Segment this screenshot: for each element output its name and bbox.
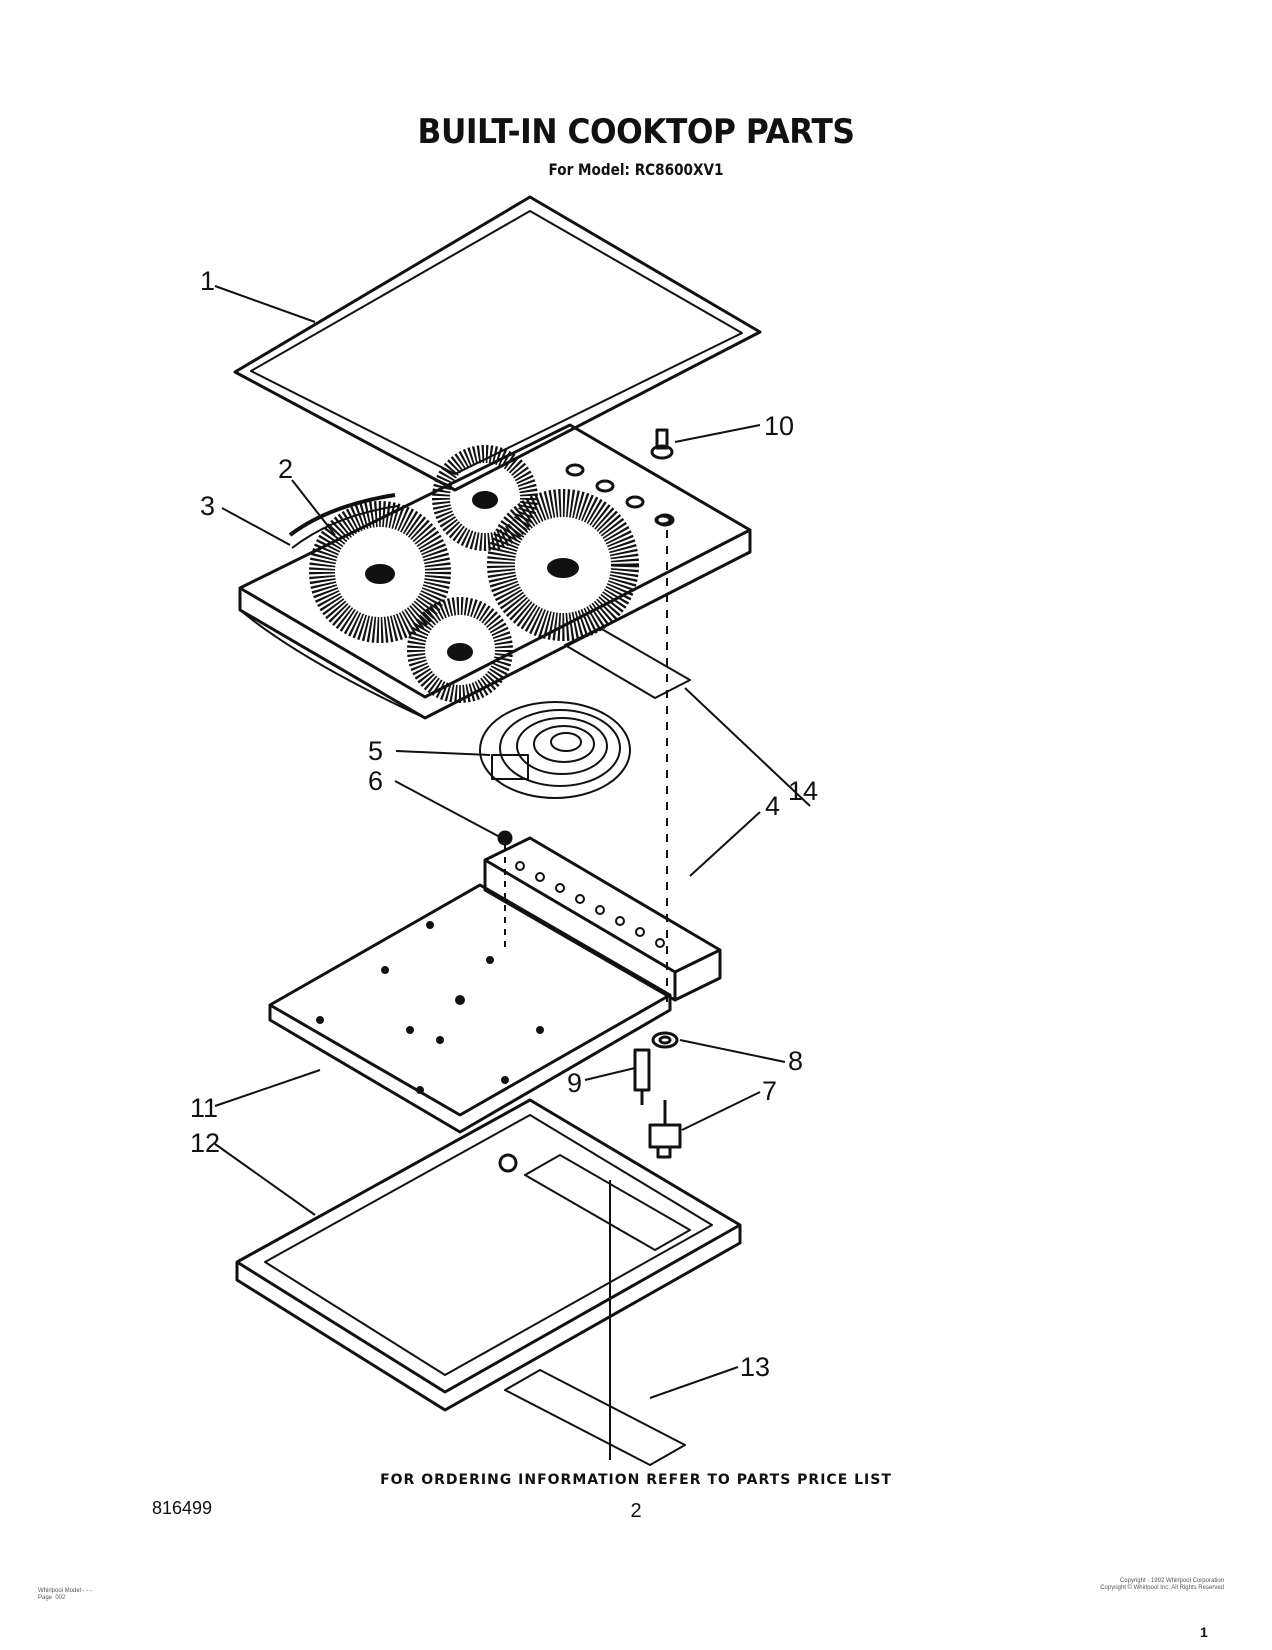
callout-12: 12: [190, 1128, 220, 1158]
footer-left: Whirlpool Model - - - Page 002: [38, 1588, 93, 1601]
callout-3: 3: [200, 491, 215, 521]
page-number: 2: [630, 1500, 642, 1522]
ordering-note: FOR ORDERING INFORMATION REFER TO PARTS …: [380, 1472, 892, 1488]
part-9-switch: [633, 1048, 651, 1105]
part-4-bracket: [483, 836, 722, 1002]
callout-2: 2: [278, 454, 293, 484]
callout-numbers: 1 2 3 4 5 6 7 8 9 10 11 12 13 14: [190, 266, 818, 1382]
part-10-knob: [650, 428, 674, 526]
part-14-label: [564, 627, 691, 699]
callout-5: 5: [368, 736, 383, 766]
callout-13: 13: [740, 1352, 770, 1382]
callout-4: 4: [765, 791, 780, 821]
callout-14: 14: [788, 776, 818, 806]
callout-6: 6: [368, 766, 383, 796]
document-number: 816499: [152, 1498, 213, 1518]
callout-1: 1: [200, 266, 215, 296]
part-11-base-plate: [268, 883, 672, 1134]
leader-lines: [214, 285, 811, 1399]
callout-8: 8: [788, 1046, 803, 1076]
corner-mark: 1: [1200, 1624, 1208, 1640]
callout-7: 7: [762, 1076, 777, 1106]
part-12-housing: [235, 1098, 742, 1460]
callout-11: 11: [190, 1093, 218, 1123]
part-5-element: [479, 701, 631, 799]
model-subtitle: For Model: RC8600XV1: [548, 160, 724, 179]
part-6-screw: [497, 830, 513, 950]
part-7-connector: [648, 1100, 682, 1159]
page-title: BUILT-IN COOKTOP PARTS: [417, 112, 855, 152]
part-3-gasket: [288, 493, 399, 549]
part-2-glass-cooktop: [238, 423, 752, 720]
callout-10: 10: [764, 411, 794, 441]
part-8-nut: [651, 1031, 679, 1049]
footer-right-copyright: Copyright - 1992 Whirlpool Corporation C…: [1100, 1578, 1224, 1591]
part-13-cover-plate: [504, 1369, 686, 1466]
callout-9: 9: [567, 1068, 582, 1098]
part-1-frame: [233, 195, 762, 492]
